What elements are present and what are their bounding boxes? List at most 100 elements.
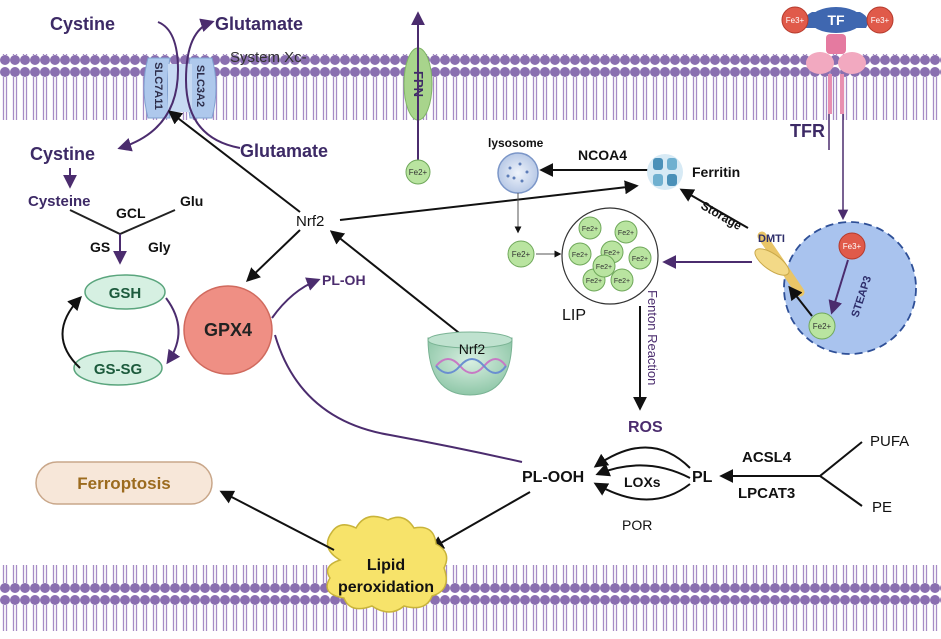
endosome-fe3-label: Fe3+ [843,242,862,251]
lip-fe2-label: Fe2+ [614,278,630,285]
lip-fe2-label: Fe2+ [582,226,598,233]
bottom-membrane [0,565,941,631]
lpcat3-label: LPCAT3 [738,485,795,502]
pufa-pe-join [818,441,863,507]
glu-label: Glu [180,193,203,209]
ferritin-label: Ferritin [692,164,740,180]
glutamate-efflux-arrow [184,18,241,149]
lipid-peroxidation-cloud [326,515,448,613]
gpx4-node [183,285,273,375]
por-label: POR [622,517,652,533]
lysosome-label: lysosome [488,136,544,150]
lipid-perox-line1: Lipid [367,557,405,574]
nrf2-to-ferritin-arrow [339,180,639,221]
tfr-label: TFR [790,121,825,141]
lip-fe2-ions: Fe2+Fe2+Fe2+Fe2+Fe2+Fe2+Fe2+Fe2+ [568,216,652,292]
nucleus-to-nrf2-arrow [329,230,469,341]
ncoa4-label: NCOA4 [578,147,627,163]
lipid-perox-line2: peroxidation [338,579,434,596]
gssg-node [73,350,163,386]
dmt1-label: DMTI [758,233,785,245]
gcl-label: GCL [116,205,146,221]
fenton-label: Fenton Reaction [645,290,660,385]
lip-fe2-label: Fe2+ [596,264,612,271]
cystine-influx-arrow [117,21,180,152]
gsh-node [84,274,166,310]
tf-label: TF [827,12,845,28]
glutamate-cytosol: Glutamate [240,141,328,161]
lip-fe2-ion [592,254,616,278]
endosome-fe2-label: Fe2+ [813,322,832,331]
tf-fe3-right [866,6,894,34]
lip-fe2-ion [578,216,602,240]
pl-label: PL [692,469,713,486]
cysteine-label: Cysteine [28,193,91,210]
lip-fe2-label: Fe2+ [618,230,634,237]
fe2-to-dmt1-arrow [788,285,813,317]
lip-fe2-label: Fe2+ [632,256,648,263]
loxs-label: LOXs [624,474,661,490]
lip-fe2-ion [610,268,634,292]
lip-fe2-label: Fe2+ [572,252,588,259]
lip-fe2-label: Fe2+ [604,250,620,257]
tf-fe3-left [781,6,809,34]
gssg-to-gsh-cycle [61,295,82,369]
nrf2-nucleus-label: Nrf2 [459,341,486,357]
tf-fe3-left-label: Fe3+ [786,16,805,25]
fpn-fe2-ion [405,159,431,185]
transferrin-receptor: TF Fe3+ Fe3+ [781,6,894,114]
nucleus [427,331,513,396]
nrf2-label: Nrf2 [296,213,324,230]
endosome-fe2-ion [808,312,836,340]
cystine-extracellular: Cystine [50,14,115,34]
nrf2-to-slc7a11-arrow [167,110,301,213]
fpn-fe2-label: Fe2+ [409,168,428,177]
dmt1-transporter [754,231,805,297]
glutamate-extracellular: Glutamate [215,14,303,34]
ferroptosis-box [35,461,213,505]
pufa-label: PUFA [870,433,909,450]
tf-fe3-right-label: Fe3+ [871,16,890,25]
lip-label: LIP [562,307,586,324]
pe-label: PE [872,499,892,516]
gpx4-to-ploh-arrow [271,277,321,319]
ferritin [647,154,683,190]
lip-fe2-ion [614,220,638,244]
top-membrane [0,54,941,120]
lip-fe2-ion [568,242,592,266]
lysosome-fe2-label: Fe2+ [512,250,531,259]
system-xc-label: System Xc- [230,49,307,66]
plooh-to-lipid-perox-arrow [429,491,531,550]
loxs-oxidation-arc [595,463,691,479]
ploh-label: PL-OH [322,272,366,288]
nrf2-to-gpx4-arrow [245,229,301,282]
gly-label: Gly [148,239,171,255]
gsh-label: GSH [109,285,142,302]
ros-oxidation-arc [593,446,691,469]
gs-label: GS [90,239,110,255]
lipid-perox-to-ferroptosis-arrow [219,490,335,551]
lip-fe2-ion [628,246,652,270]
dmt1-storage-arrow [679,188,749,229]
system-xc-transporter: SLC7A11 SLC3A2 [143,57,217,119]
gsh-to-gssg-cycle [165,297,181,365]
storage-label: Storage [699,198,745,233]
cystine-cytosol: Cystine [30,144,95,164]
plooh-to-gpx4-line [274,334,523,463]
gpx4-label: GPX4 [204,320,252,340]
slc7a11-label: SLC7A11 [152,62,164,110]
lysosome-fe2-ion [507,240,535,268]
endosome-fe3-ion [838,232,866,260]
ferroptosis-label: Ferroptosis [77,474,171,493]
gssg-label: GS-SG [94,361,142,378]
acsl4-label: ACSL4 [742,449,792,466]
slc3a2-label: SLC3A2 [194,65,206,107]
fe3-to-fe2-arrow [828,259,849,315]
tf-protein [810,7,862,33]
lip-fe2-label: Fe2+ [586,278,602,285]
plooh-label: PL-OOH [522,469,584,486]
por-oxidation-arc [593,482,691,501]
lysosome-dots [506,162,529,183]
ros-label: ROS [628,419,663,436]
